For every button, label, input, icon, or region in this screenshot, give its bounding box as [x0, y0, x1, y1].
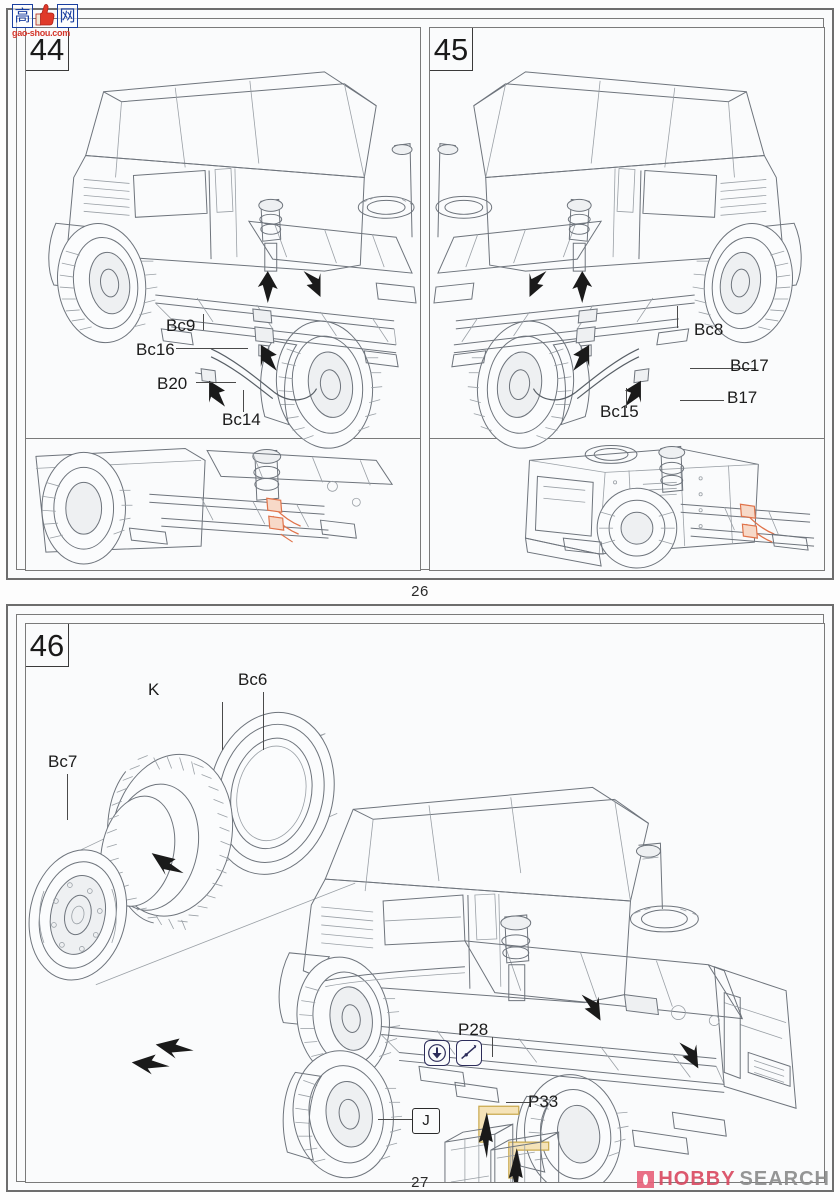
- panel-45-artwork: [430, 28, 824, 570]
- part-label-bc9: Bc9: [166, 316, 196, 335]
- instruction-sheet-page-26: 44: [6, 8, 834, 580]
- hobby-search-text-primary: HOBBY: [658, 1168, 736, 1190]
- assembly-step-panel-46: 46: [25, 623, 825, 1183]
- leader-bc7: [67, 774, 68, 820]
- hobby-search-mark-icon: [637, 1171, 655, 1188]
- leader-b17: [680, 400, 724, 401]
- part-label-k: K: [148, 680, 160, 699]
- leader-bc14: [243, 390, 244, 412]
- part-label-bc16: Bc16: [136, 340, 175, 359]
- leader-p33: [506, 1102, 530, 1103]
- part-label-bc6: Bc6: [238, 670, 268, 689]
- part-label-bc8: Bc8: [694, 320, 724, 339]
- hobby-search-text-secondary: SEARCH: [739, 1168, 830, 1190]
- panel-44-artwork: [26, 28, 420, 570]
- page-number-26: 26: [411, 583, 429, 600]
- part-label-bc7: Bc7: [48, 752, 78, 771]
- instruction-sheet-page-27: 46: [6, 604, 834, 1192]
- assembly-step-panel-45: 45: [429, 27, 825, 571]
- part-label-p28: P28: [458, 1020, 489, 1039]
- panel-44-subview-divider: [26, 438, 420, 439]
- part-label-bc14: Bc14: [222, 410, 261, 429]
- panel-46-artwork: [26, 624, 824, 1182]
- step-number-46: 46: [26, 624, 69, 667]
- leader-j: [378, 1119, 418, 1120]
- leader-bc9: [203, 314, 204, 330]
- assembly-step-panel-44: 44: [25, 27, 421, 571]
- leader-bc17: [690, 368, 756, 369]
- leader-bc6: [263, 692, 264, 750]
- step-number-44: 44: [26, 28, 69, 71]
- part-label-j-boxed: J: [412, 1108, 440, 1134]
- page-number-27: 27: [411, 1174, 429, 1191]
- sheet-inner-frame-26: 44: [16, 18, 825, 571]
- sheet-inner-frame-27: 46: [16, 614, 825, 1183]
- part-label-b20: B20: [157, 374, 188, 393]
- hobby-search-watermark: HOBBY SEARCH: [637, 1168, 830, 1191]
- part-label-bc15: Bc15: [600, 402, 639, 421]
- leader-k: [222, 702, 223, 750]
- leader-bc8: [677, 306, 678, 328]
- leader-bc16: [176, 348, 248, 349]
- bend-part-icon: [456, 1040, 482, 1066]
- insert-down-arrow-icon: [424, 1040, 450, 1066]
- panel-45-subview-divider: [430, 438, 824, 439]
- part-label-p33: P33: [528, 1092, 559, 1111]
- leader-p28: [492, 1037, 493, 1057]
- leader-b20: [196, 382, 236, 383]
- part-label-bc17: Bc17: [730, 356, 769, 375]
- step-number-45: 45: [430, 28, 473, 71]
- part-label-b17: B17: [727, 388, 758, 407]
